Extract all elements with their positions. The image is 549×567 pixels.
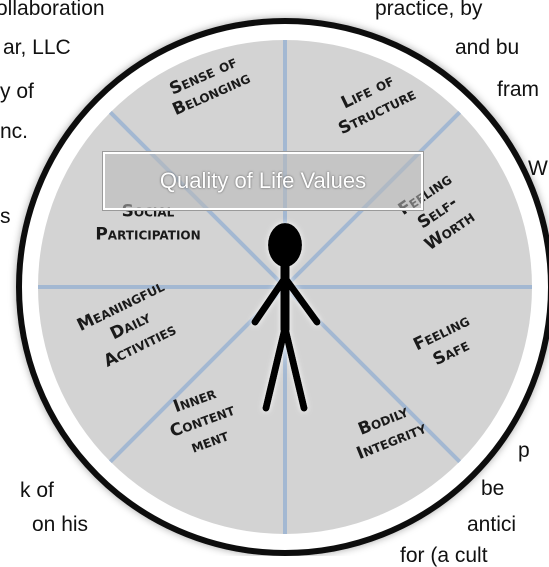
bg-text-6: practice, by [375,0,483,20]
bg-text-5: s [0,205,11,228]
bg-text-9: W [528,157,548,180]
bg-text-12: p [518,439,530,462]
banner-title: Quality of Life Values [159,168,367,193]
bg-text-4: nc. [0,120,29,143]
bg-text-10: k of [20,479,54,502]
bg-text-11: on his [32,513,89,536]
segment-label: InnerContentment [160,379,246,462]
quality-of-life-banner: Quality of Life Values [103,152,423,210]
bg-text-13: be [481,477,505,500]
bg-text-3: y of [0,80,34,103]
bg-text-14: antici [467,513,517,536]
bg-text-7: and bu [455,36,520,59]
segment-label-line: Participation [95,224,200,244]
bg-text-1: ollaboration [0,0,105,20]
stick-figure-icon [251,223,321,412]
bg-text-8: fram [497,78,539,101]
bg-text-2: ar, LLC [3,36,71,59]
